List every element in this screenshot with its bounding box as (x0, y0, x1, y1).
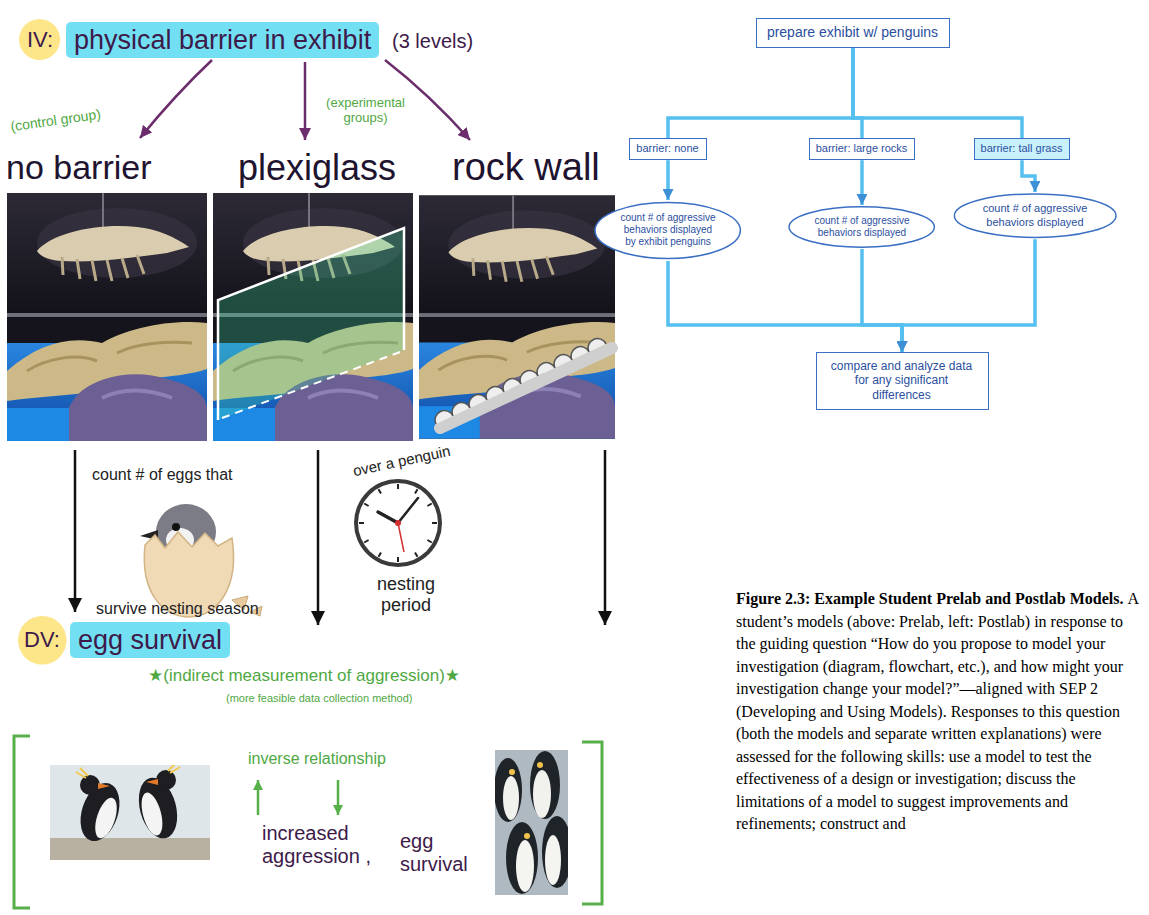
flow-connector (668, 48, 853, 138)
flow-connector (902, 239, 1035, 352)
relationship-term: egg survival (400, 830, 485, 876)
flow-connector (1022, 160, 1035, 192)
node-text: DV: (24, 627, 60, 653)
process-box: compare and analyze data for any signifi… (816, 352, 989, 410)
relationship-label: inverse relationship (248, 750, 386, 768)
process-oval: count # of aggressive behaviors displaye… (786, 205, 937, 249)
exhibit-photo (419, 195, 615, 438)
process-box: barrier: large rocks (809, 138, 916, 160)
figure-title: Figure 2.3: Example Student Prelab and P… (736, 590, 1123, 607)
process-box: barrier: tall grass (974, 138, 1071, 160)
bracket (582, 742, 602, 904)
flow-connector (668, 261, 902, 352)
process-oval: count # of aggressive behaviors displaye… (951, 192, 1119, 239)
penguin-photo (495, 750, 568, 895)
exhibit-photo (213, 193, 413, 441)
variable-badge: IV: (19, 19, 60, 60)
level-name: rock wall (452, 148, 600, 186)
node-text: compare and analyze data for any signifi… (827, 359, 977, 402)
process-box: prepare exhibit w/ penguins (756, 18, 950, 48)
method-note: over a penguin (351, 442, 452, 480)
group-note: (control group) (9, 106, 101, 135)
rock-wall (435, 339, 606, 424)
node-text: barrier: large rocks (816, 142, 908, 155)
method-note: count # of eggs that (92, 466, 233, 484)
plexiglass-outline (218, 228, 404, 420)
method-note: survive nesting season (96, 600, 259, 618)
flow-connector (862, 249, 902, 352)
flow-connector (853, 48, 1022, 138)
method-note: nesting period (366, 574, 446, 615)
node-text: count # of aggressive behaviors displaye… (812, 215, 912, 239)
process-oval: count # of aggressive behaviors displaye… (592, 200, 743, 261)
level-name: plexiglass (238, 150, 396, 186)
node-text: IV: (27, 27, 53, 53)
node-text: barrier: tall grass (981, 142, 1063, 155)
variable-badge: DV: (18, 616, 67, 665)
flow-connector (860, 160, 864, 205)
node-text: prepare exhibit w/ penguins (767, 24, 938, 41)
flow-connector (666, 160, 670, 200)
rock-wall (440, 348, 612, 428)
plexiglass-outline (222, 352, 400, 418)
bracket (14, 736, 30, 908)
node-text: physical barrier in exhibit (74, 24, 371, 56)
increase-arrow (257, 780, 260, 815)
flow-arrow (604, 450, 607, 625)
node-text: egg survival (78, 624, 222, 656)
highlight-band: egg survival (70, 622, 230, 658)
highlight-band: physical barrier in exhibit (66, 22, 379, 58)
level-arrow (140, 60, 212, 138)
clock (354, 479, 442, 567)
plexiglass-tint (218, 228, 404, 420)
level-name: no barrier (6, 150, 152, 184)
node-text: count # of aggressive behaviors displaye… (979, 202, 1091, 228)
flow-arrow (317, 450, 320, 625)
node-text: count # of aggressive behaviors displaye… (618, 212, 718, 248)
node-text: barrier: none (636, 142, 698, 155)
penguin-photo (50, 765, 210, 860)
dv-note: ★(indirect measurement of aggression)★ (148, 666, 460, 686)
exhibit-photo (7, 193, 207, 441)
group-note: (experimental groups) (318, 96, 413, 126)
caption-text: A student’s models (above: Prelab, left:… (736, 590, 1138, 832)
relationship-term: increased aggression , (262, 822, 392, 868)
dv-note: (more feasible data collection method) (226, 692, 412, 705)
figure-caption: Figure 2.3: Example Student Prelab and P… (736, 588, 1146, 836)
decrease-arrow (337, 780, 340, 815)
level-arrow (304, 62, 307, 140)
flow-arrow (74, 450, 77, 612)
process-box: barrier: none (629, 138, 706, 160)
level-count: (3 levels) (392, 30, 473, 53)
